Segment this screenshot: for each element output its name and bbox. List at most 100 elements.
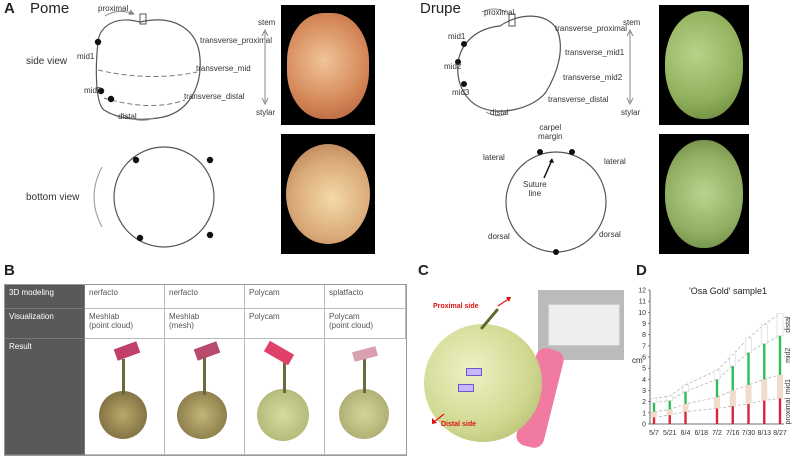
bar-segment-mid1	[777, 374, 783, 399]
bar-segment-mid1	[729, 390, 736, 407]
bar-segment-proximal	[715, 408, 719, 424]
drupe-mid3: mid3	[452, 88, 470, 97]
cell-modeling-2: nerfacto	[165, 285, 245, 309]
drupe-side-diagram	[455, 8, 561, 117]
bar-segment-distal	[666, 395, 673, 401]
bar-segment-distal	[682, 384, 689, 392]
drupe-dorsal-right: dorsal	[599, 230, 621, 239]
segment-boundary-line	[653, 397, 781, 418]
bar-segment-mid2	[731, 365, 734, 391]
x-tick-label: 8/13	[757, 430, 771, 437]
cell-vis-2: Meshlab (mesh)	[165, 309, 245, 339]
bar-segment-proximal	[778, 398, 782, 424]
drupe-lateral-left: lateral	[483, 153, 505, 162]
row-header-visualization: Visualization	[5, 309, 85, 339]
drupe-bottom-photo	[659, 134, 749, 254]
side-view-label: side view	[26, 56, 68, 67]
y-tick-label: 11	[639, 299, 646, 306]
bar-segment-mid1	[761, 379, 768, 401]
y-tick-label: 4	[642, 377, 646, 384]
drupe-transverse-distal: transverse_distal	[548, 95, 609, 104]
pome-bottom-diagram	[93, 146, 215, 248]
y-tick-label: 10	[638, 310, 646, 317]
drupe-transverse-mid1: transverse_mid1	[565, 48, 625, 57]
drupe-carpel-margin: carpel margin	[538, 123, 563, 141]
drupe-transverse-mid2: transverse_mid2	[563, 73, 623, 82]
row-header-result: Result	[5, 339, 85, 455]
y-tick-label: 7	[642, 343, 646, 350]
segment-label-mid2: mid2	[785, 348, 792, 363]
distal-side-label: Distal side	[441, 421, 477, 428]
cell-modeling-3: Polycam	[245, 285, 325, 309]
drupe-bottom-diagram	[505, 149, 607, 255]
drupe-lateral-right: lateral	[604, 157, 626, 166]
drupe-transverse-proximal: transverse_proximal	[555, 24, 628, 33]
result-nerfacto-pointcloud	[85, 339, 165, 455]
bar-segment-mid2	[668, 400, 671, 410]
chart-ylabel: cm	[632, 356, 643, 365]
pome-proximal: proximal	[98, 4, 129, 13]
y-tick-label: 3	[642, 388, 646, 395]
panel-label-b: B	[4, 262, 15, 279]
bar-segment-proximal	[747, 403, 750, 424]
cell-vis-1: Meshlab (point cloud)	[85, 309, 165, 339]
chart-title: 'Osa Gold' sample1	[689, 286, 767, 296]
bar-segment-distal	[650, 398, 658, 404]
drupe-title: Drupe	[420, 0, 461, 17]
cell-vis-3: Polycam	[245, 309, 325, 339]
bar-segment-mid2	[652, 402, 656, 412]
row-header-3d-modeling: 3D modeling	[5, 285, 85, 309]
panel-c-arrows	[432, 297, 511, 424]
pome-title: Pome	[30, 0, 70, 17]
y-tick-label: 5	[642, 366, 646, 373]
y-tick-label: 8	[642, 332, 646, 339]
bar-segment-mid2	[763, 343, 766, 380]
x-tick-label: 7/16	[726, 430, 740, 437]
apple-photo-annotated	[418, 284, 624, 454]
bar-segment-distal	[776, 313, 784, 337]
bar-segment-distal	[761, 324, 768, 344]
pome-transverse-mid: transverse_mid	[196, 64, 251, 73]
drupe-suture-line: Suture line	[523, 180, 547, 198]
x-tick-label: 5/21	[663, 430, 677, 437]
bottom-view-label: bottom view	[26, 192, 80, 203]
y-tick-label: 1	[642, 410, 646, 417]
drupe-stylar: stylar	[621, 108, 641, 117]
bar-segment-proximal	[668, 415, 671, 424]
drupe-stem: stem	[623, 18, 641, 27]
bar-segment-mid2	[684, 391, 687, 404]
bar-segment-mid2	[715, 379, 719, 398]
pome-mid1: mid1	[77, 52, 95, 61]
result-nerfacto-mesh	[165, 339, 245, 455]
bar-segment-mid1	[745, 384, 752, 404]
drupe-mid2: mid2	[444, 62, 462, 71]
segment-label-mid1: mid1	[785, 379, 792, 394]
drupe-mid1: mid1	[448, 32, 466, 41]
pome-stylar: stylar	[256, 108, 276, 117]
x-tick-label: 5/7	[649, 430, 659, 437]
drupe-axis-arrow	[626, 28, 634, 106]
bar-segment-mid1	[651, 411, 657, 418]
bar-segment-distal	[713, 370, 721, 380]
bar-segment-proximal	[684, 411, 687, 424]
cell-modeling-4: splatfacto	[325, 285, 406, 309]
panel-label-a: A	[4, 0, 15, 17]
bar-segment-proximal	[763, 400, 766, 424]
segment-label-distal: distal	[785, 316, 792, 333]
pome-distal: distal	[118, 112, 137, 121]
pome-transverse-distal: transverse_distal	[184, 92, 245, 101]
pome-stem: stem	[258, 18, 276, 27]
cell-modeling-1: nerfacto	[85, 285, 165, 309]
y-tick-label: 0	[642, 422, 646, 429]
pome-mid2: mid2	[84, 86, 102, 95]
drupe-proximal: proximal	[484, 8, 515, 17]
y-tick-label: 12	[638, 288, 646, 295]
segment-label-proximal: proximal	[785, 397, 792, 424]
x-tick-label: 7/30	[742, 430, 756, 437]
panel-label-d: D	[636, 262, 647, 279]
y-tick-label: 2	[642, 399, 646, 406]
pome-side-photo	[281, 5, 375, 125]
cell-vis-4: Polycam (point cloud)	[325, 309, 406, 339]
x-tick-label: 8/27	[773, 430, 787, 437]
